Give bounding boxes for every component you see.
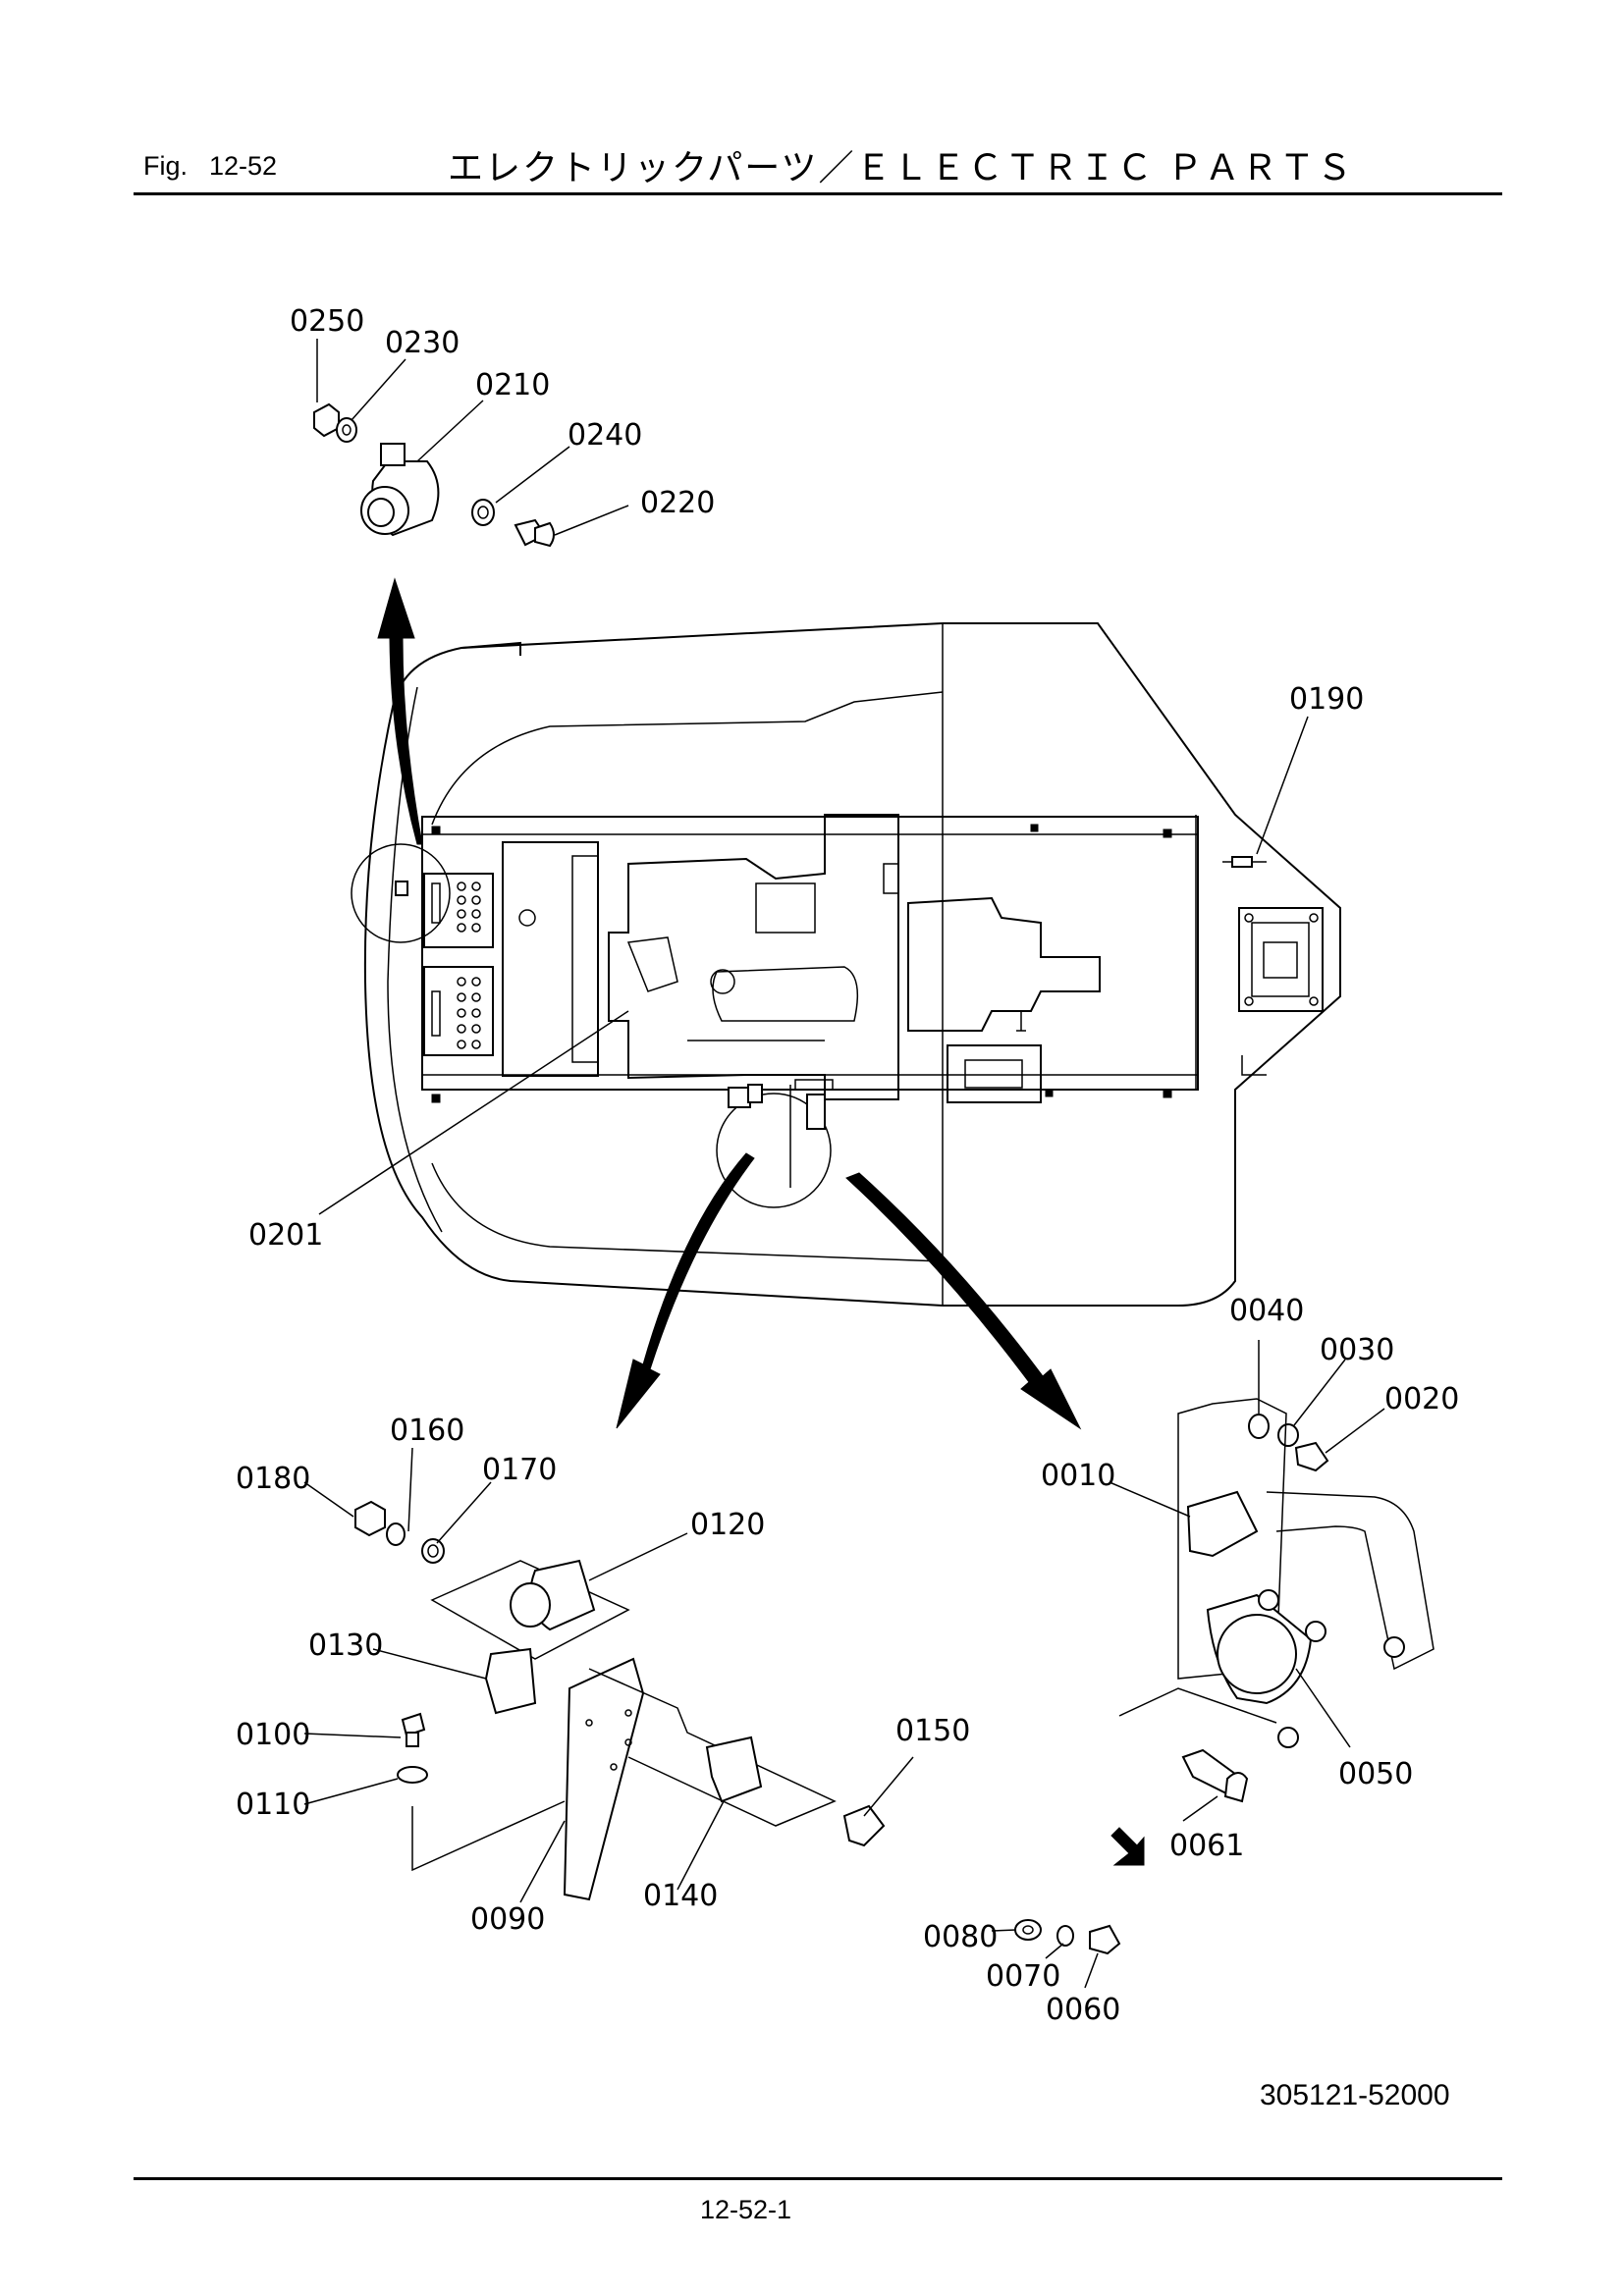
arrow-to-regulator-group [845,1172,1082,1430]
callout-0050: 0050 [1338,1757,1413,1791]
leader-0190 [1256,716,1309,855]
callout-0070: 0070 [986,1959,1060,1994]
page-title: エレクトリックパーツ／ＥＬＥＣＴＲＩＣ ＰＡＲＴＳ [448,148,1354,188]
relay-cluster-detail [728,1079,834,1188]
radiator [502,841,599,1077]
callout-0180: 0180 [236,1462,310,1496]
callout-0160: 0160 [390,1414,464,1448]
figure-number: Fig. 12-52 [143,151,298,182]
callout-0061: 0061 [1169,1829,1244,1863]
battery-pair [395,873,494,1056]
detail-circle-upper [351,843,451,943]
callout-0010: 0010 [1041,1459,1115,1493]
callout-0130: 0130 [308,1629,383,1663]
regulator-leader-lines [991,1340,1385,1989]
callout-0110: 0110 [236,1788,310,1822]
callout-0150: 0150 [895,1714,970,1748]
horn-assembly [313,402,555,548]
callout-0190: 0190 [1289,682,1364,717]
arrow-to-relay-group [616,1152,755,1429]
tool-box [947,1044,1042,1103]
figure-number-value: 12-52 [209,151,278,181]
detail-circle-lower [716,1093,832,1208]
page-number: 12-52-1 [700,2195,792,2224]
horn-leader-lines [316,339,629,536]
callout-0250: 0250 [290,304,364,339]
small-arrow-0061 [1110,1827,1145,1866]
relay-leader-lines [303,1447,914,1903]
callout-0120: 0120 [690,1508,765,1542]
hydraulic-pump [907,896,1101,1032]
machine-body-outline [363,622,1341,1307]
callout-0201: 0201 [248,1218,323,1253]
callout-0230: 0230 [385,326,460,360]
callout-0020: 0020 [1384,1382,1459,1416]
callout-0030: 0030 [1320,1333,1394,1367]
sensor-0190 [1222,856,1267,868]
engine-block [608,814,899,1100]
regulator-bracket-assembly [1014,1398,1435,1955]
control-valve [1238,907,1324,1076]
callout-0240: 0240 [568,418,642,453]
header-rule [134,192,1502,195]
callout-0210: 0210 [475,368,550,402]
callout-0100: 0100 [236,1718,310,1752]
callout-0060: 0060 [1046,1993,1120,2027]
callout-0220: 0220 [640,486,715,520]
leader-0201 [318,1010,629,1215]
callout-0080: 0080 [923,1920,998,1954]
footer-rule [134,2177,1502,2180]
arrow-to-horn [377,577,423,845]
drawing-number: 305121-52000 [1260,2079,1450,2111]
tool-box-lid [964,1059,1023,1089]
callout-0170: 0170 [482,1453,557,1487]
callout-0140: 0140 [643,1879,718,1913]
relay-bracket-assembly [354,1500,886,1901]
callout-0040: 0040 [1229,1294,1304,1328]
figure-prefix: Fig. [143,151,189,181]
callout-0090: 0090 [470,1902,545,1937]
